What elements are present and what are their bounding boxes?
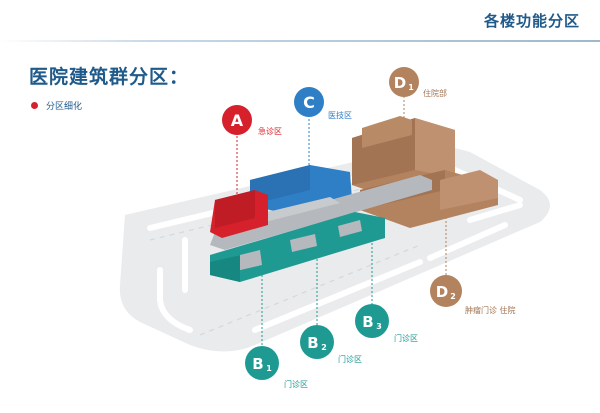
header-divider — [0, 40, 600, 42]
section-title: 各楼功能分区 — [483, 12, 580, 30]
zone-d2-badge: D 2 肿瘤门诊 住院 — [430, 275, 516, 315]
zone-d1-badge: D 1 住院部 — [389, 67, 447, 98]
zone-b1-sub: 1 — [266, 364, 272, 373]
header-bar: 各楼功能分区 — [0, 0, 600, 42]
zone-b3-sub: 3 — [376, 322, 382, 331]
zone-d1-sub: 1 — [408, 83, 414, 92]
site-road-dashes — [149, 181, 421, 336]
zone-d1-letter: D — [394, 74, 406, 92]
zone-b1-badge: B 1 门诊区 — [245, 346, 308, 389]
zone-a-label: 急诊区 — [258, 126, 282, 136]
leader-lines — [236, 96, 447, 345]
zone-d2-letter: D — [436, 283, 448, 301]
zone-b2-sub: 2 — [321, 343, 327, 352]
zone-c-label: 医技区 — [328, 110, 352, 120]
zone-a-building — [210, 190, 268, 238]
zone-b1-label: 门诊区 — [284, 379, 308, 389]
zone-b3-letter: B — [362, 313, 373, 331]
zone-a-letter: A — [231, 111, 244, 130]
legend-dot-icon — [31, 102, 38, 109]
zone-c-letter: C — [303, 93, 315, 112]
corridor-spine — [210, 175, 432, 250]
zone-d2-label: 肿瘤门诊 住院 — [465, 305, 516, 315]
legend: 分区细化 — [31, 99, 82, 112]
page-title: 医院建筑群分区： — [29, 66, 190, 88]
zone-d1-label: 住院部 — [423, 88, 447, 98]
zone-c-badge: C 医技区 — [294, 87, 352, 120]
zone-b2-badge: B 2 门诊区 — [300, 325, 362, 364]
zone-b3-label: 门诊区 — [394, 333, 418, 343]
legend-label: 分区细化 — [46, 102, 83, 112]
zone-b2-letter: B — [307, 334, 318, 352]
zone-b1-letter: B — [252, 355, 263, 373]
zone-b2-label: 门诊区 — [338, 354, 362, 364]
zone-a-badge: A 急诊区 — [222, 105, 282, 136]
zone-b-building — [210, 212, 385, 282]
zone-b3-badge: B 3 门诊区 — [355, 304, 418, 343]
zone-d2-sub: 2 — [450, 292, 456, 301]
